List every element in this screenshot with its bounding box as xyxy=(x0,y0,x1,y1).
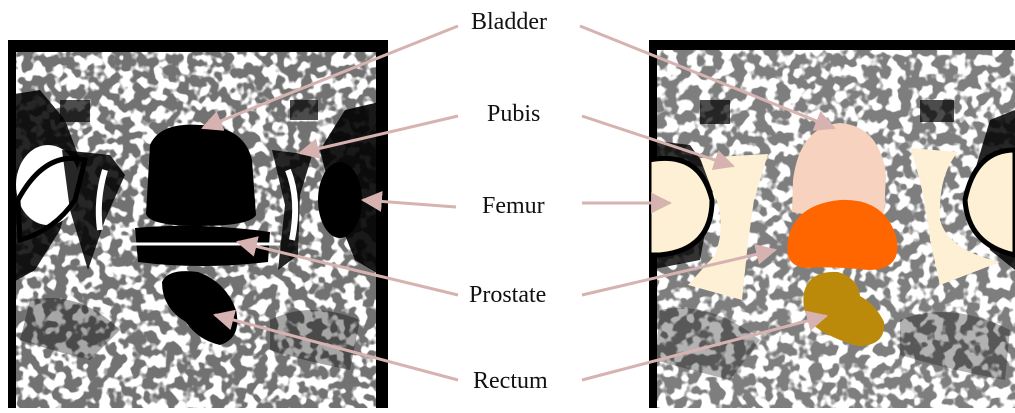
label-femur: Femur xyxy=(482,194,545,218)
label-rectum: Rectum xyxy=(473,369,548,393)
left-bladder-shape xyxy=(146,125,256,226)
left-mri-panel xyxy=(8,40,388,408)
label-bladder: Bladder xyxy=(471,10,547,34)
right-segmented-panel xyxy=(649,40,1015,408)
label-prostate: Prostate xyxy=(469,283,546,307)
label-pubis: Pubis xyxy=(487,102,540,126)
